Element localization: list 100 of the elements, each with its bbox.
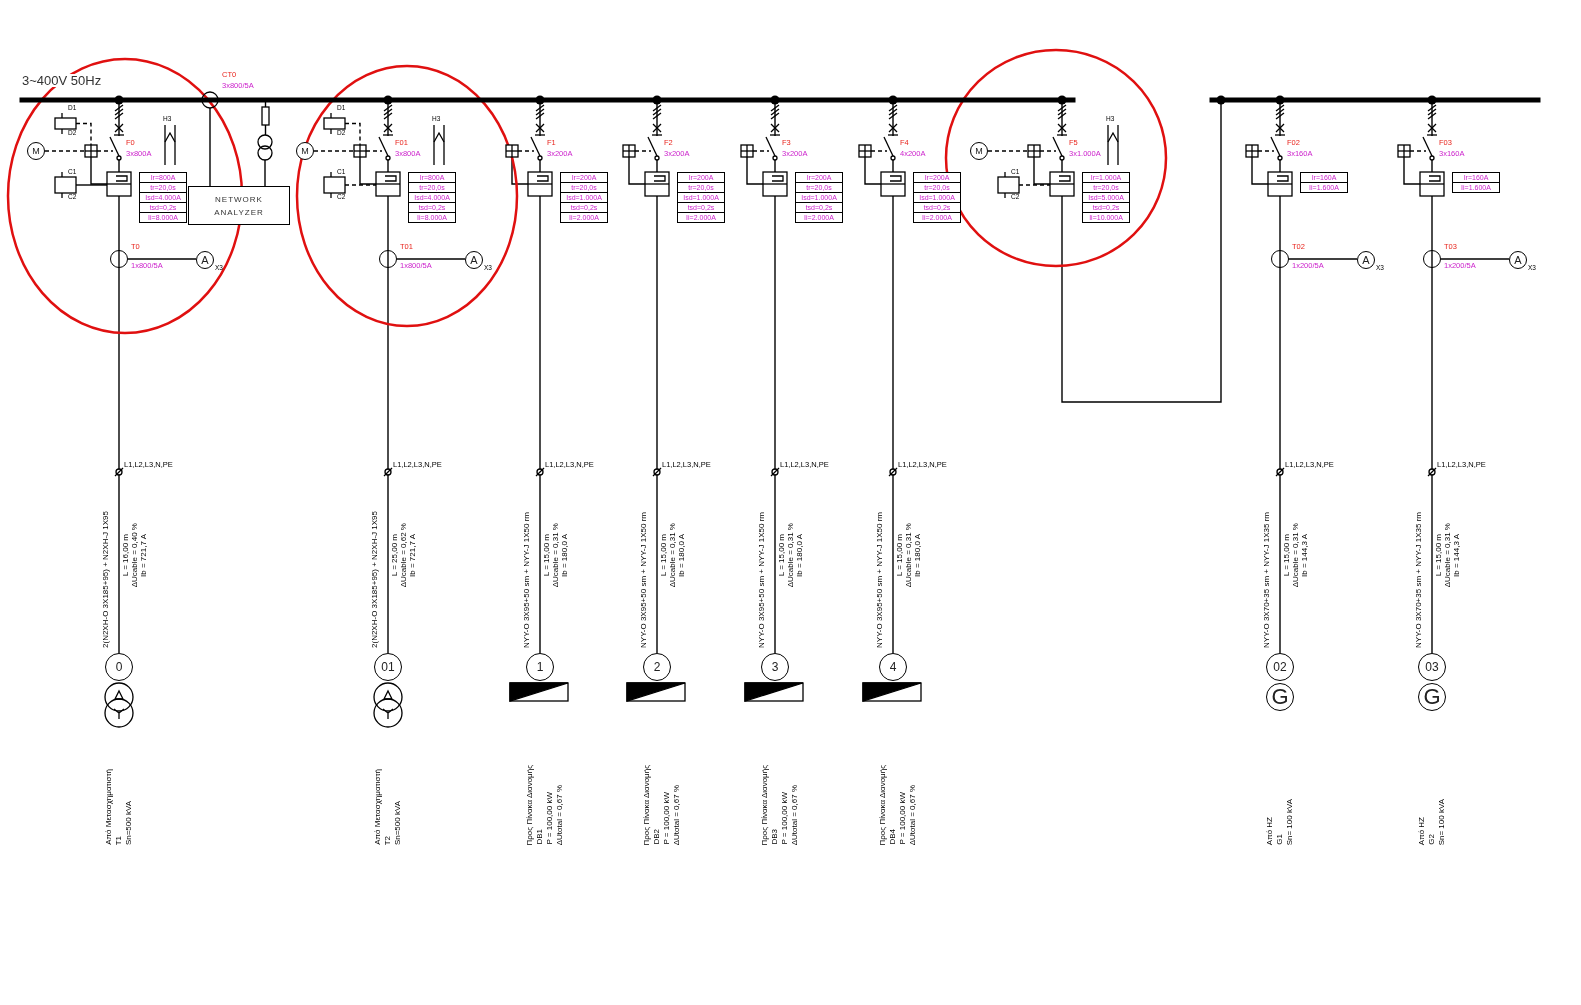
- trip-unit-symbol: [527, 171, 553, 197]
- feeder-description: ΔUtotal = 0,67 %: [791, 785, 799, 846]
- feeder-description: P = 100,00 kW: [663, 792, 671, 845]
- settings-table: [913, 172, 961, 223]
- coil-symbol: [997, 171, 1020, 199]
- feeder-description: G2: [1428, 834, 1436, 845]
- feeder-description: P = 100,00 kW: [899, 792, 907, 845]
- trip-unit-symbol: [375, 171, 401, 197]
- cable-data-label: ΔUcable = 0,31 %: [905, 523, 913, 588]
- connector-line: [1431, 195, 1433, 654]
- feeder-description: Sn=500 kVA: [394, 801, 402, 846]
- motor-operator-symbol: [353, 144, 367, 158]
- ammeter-letter: A: [201, 254, 209, 266]
- feeder-number-circle: [879, 653, 907, 681]
- motor-letter: M: [32, 146, 40, 156]
- feeder-description: P = 100,00 kW: [781, 792, 789, 845]
- circuit-breaker-symbol: [765, 136, 778, 161]
- ammeter-letter: A: [1362, 254, 1370, 266]
- connector-line: [383, 95, 393, 137]
- cable-data-label: ΔUcable = 0,31 %: [1444, 523, 1452, 588]
- cable-data-label: L = 15,00 m: [1283, 534, 1291, 577]
- connector-line: [1057, 95, 1067, 137]
- motor-operator-symbol: [740, 144, 754, 158]
- connector-line: [365, 150, 383, 152]
- feeder-description: Από Μετασχηματιστή: [105, 769, 113, 845]
- connector-line: [770, 95, 780, 137]
- motor-operator-symbol: [84, 144, 98, 158]
- connector-line: [774, 195, 776, 654]
- circuit-breaker-symbol: [883, 136, 896, 161]
- feeder-description: Από Μετασχηματιστή: [374, 769, 382, 845]
- ammeter-letter: A: [470, 254, 478, 266]
- connector-line: [1288, 258, 1358, 260]
- connector-line: [656, 195, 658, 654]
- connector-line: [344, 184, 377, 186]
- feeder-description: Προς Πίνακα Διανομής: [526, 765, 534, 846]
- generator-circle: [1266, 683, 1294, 711]
- settings-table: [1300, 172, 1348, 193]
- connector-line: [539, 195, 541, 654]
- circuit-breaker-symbol: [378, 136, 391, 161]
- cable-data-label: L = 25,00 m: [391, 534, 399, 577]
- cable-data-label: L = 15,00 m: [543, 534, 551, 577]
- connector-line: [892, 195, 894, 654]
- connector-line: [752, 150, 770, 152]
- feeder-number: 4: [889, 661, 897, 673]
- cable-type-label: NYY-O 3X95+50 sm + NYY-J 1X50 rm: [758, 512, 766, 648]
- connector-line: [387, 195, 389, 654]
- connector-line: [535, 95, 545, 137]
- busbar: [1209, 97, 1541, 103]
- connector-line: [1279, 195, 1281, 654]
- circuit-breaker-symbol: [1422, 136, 1435, 161]
- cable-data-label: Ib = 721,7 A: [409, 533, 417, 577]
- generator-letter: G: [1423, 686, 1441, 708]
- settings-table: [408, 172, 456, 223]
- current-transformer-symbol: [201, 91, 219, 109]
- feeder-description: Προς Πίνακα Διανομής: [643, 765, 651, 846]
- feeder-number-circle: [643, 653, 671, 681]
- generator-circle: [1418, 683, 1446, 711]
- bus-voltage-label: 3~400V 50Hz: [22, 74, 102, 87]
- feeder-number: 03: [1425, 661, 1439, 673]
- feeder-description: T2: [384, 836, 392, 846]
- settings-table: [795, 172, 843, 223]
- feeder-description: DB1: [536, 829, 544, 845]
- motor-letter: M: [301, 146, 309, 156]
- trip-unit-symbol: [880, 171, 906, 197]
- connector-line: [1251, 156, 1269, 185]
- cable-data-label: Ib = 180,0 A: [914, 533, 922, 577]
- coil-symbol: [323, 171, 346, 199]
- coil-symbol: [54, 171, 77, 199]
- connector-line: [1427, 95, 1437, 137]
- settings-table: [560, 172, 608, 223]
- connector-line: [1257, 150, 1275, 152]
- connector-line: [987, 150, 1029, 152]
- connector-line: [359, 156, 377, 185]
- cable-data-label: ΔUcable = 0,31 %: [787, 523, 795, 588]
- settings-table: [677, 172, 725, 223]
- connector-line: [864, 156, 882, 185]
- coil-symbol: [323, 112, 346, 135]
- connector-line: [1033, 156, 1051, 185]
- ammeter-letter: A: [1514, 254, 1522, 266]
- feeder-number-circle: [526, 653, 554, 681]
- feeder-description: Προς Πίνακα Διανομής: [879, 765, 887, 846]
- generator-letter: G: [1271, 686, 1289, 708]
- feeder-description: ΔUtotal = 0,67 %: [673, 785, 681, 846]
- ammeter-circle: [196, 251, 214, 269]
- cable-data-label: Ib = 144,3 A: [1301, 533, 1309, 577]
- connector-line: [652, 95, 662, 137]
- cable-data-label: ΔUcable = 0,62 %: [400, 523, 408, 588]
- feeder-description: ΔUtotal = 0,67 %: [909, 785, 917, 846]
- feeder-number-circle: [1418, 653, 1446, 681]
- connector-line: [264, 159, 266, 187]
- motor-operator-symbol: [505, 144, 519, 158]
- analyzer-box: [188, 186, 290, 225]
- feeder-number: 3: [771, 661, 779, 673]
- feeder-number: 01: [381, 661, 395, 673]
- feeder-number-circle: [374, 653, 402, 681]
- feeder-number-circle: [1266, 653, 1294, 681]
- cable-data-label: ΔUcable = 0,31 %: [1292, 523, 1300, 588]
- connector-line: [1039, 150, 1057, 152]
- settings-table: [1082, 172, 1130, 223]
- connector-line: [1061, 95, 1226, 403]
